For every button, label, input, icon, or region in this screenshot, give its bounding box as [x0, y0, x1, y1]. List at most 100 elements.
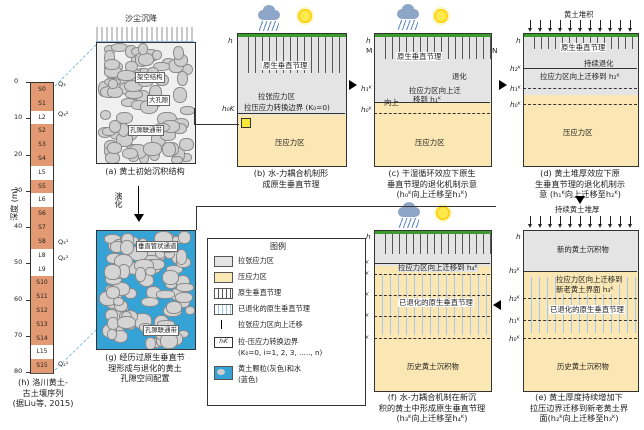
e-line-1: [523, 320, 637, 321]
f-line-0: [374, 338, 490, 339]
c-line-1: [374, 102, 490, 103]
panel-e-box: [523, 230, 639, 392]
loess-grain: [152, 50, 163, 61]
label-pore-band-g: 孔隙联通带: [143, 325, 179, 336]
caption-d: (d) 黄土堆厚效应下原生垂直节理的退化机制示意 (h₁ᴷ向上迁移至h₂ᴷ): [534, 168, 626, 199]
arrow-down: [575, 196, 585, 204]
h-label: h: [228, 36, 233, 45]
legend-swatch-joint: [214, 288, 233, 299]
d-hk0: h₀ᴷ: [510, 100, 521, 109]
depth-tick: [26, 190, 30, 192]
down-arrow-head: [578, 224, 582, 228]
depth-tick-label: 0: [14, 77, 19, 85]
loess-grain: [153, 62, 171, 72]
f-line-3: [374, 274, 490, 275]
down-arrow-icon: [560, 216, 561, 225]
e-move: 拉应力区向上迁移到: [556, 275, 623, 284]
f-line-2: [374, 295, 490, 296]
loess-grain: [107, 142, 123, 154]
legend-item: 黄土颗粒(灰色)和水: [238, 364, 302, 373]
connector: [196, 206, 197, 230]
loess-grain: [105, 286, 120, 299]
down-arrow-head: [598, 28, 602, 32]
e-title: 持续黄土堆厚: [555, 205, 600, 214]
grain-water-icon: [214, 366, 233, 380]
sun-icon: [434, 9, 448, 23]
down-arrow-icon: [560, 20, 561, 29]
sun-icon: [436, 206, 450, 220]
legend-swatch-degraded: [214, 304, 233, 315]
c-hk1: h₁ᴷ: [361, 84, 372, 93]
down-arrow-head: [588, 224, 592, 228]
loess-grain: [162, 141, 176, 157]
b-boundary: 拉压应力转换边界 (K₀=0): [244, 103, 330, 112]
loess-grain: [122, 148, 139, 160]
loess-grain: [116, 112, 134, 125]
loess-grain: [155, 290, 175, 299]
loess-grain: [135, 267, 147, 282]
rain-icon: [259, 21, 279, 31]
e-new: 新的黄土沉积物: [557, 245, 609, 254]
panel-a-title: 沙尘沉降: [125, 14, 157, 23]
down-arrow-head: [538, 28, 542, 32]
down-arrow-icon: [630, 216, 631, 225]
down-arrow-head: [618, 224, 622, 228]
down-arrow-head: [538, 224, 542, 228]
down-arrow-head: [568, 28, 572, 32]
legend-item: 已退化的原生垂直节理: [238, 304, 310, 313]
e-mid: 已退化的原生垂直节理: [549, 305, 625, 314]
down-arrow-icon: [580, 20, 581, 29]
e-line-3: [523, 271, 637, 272]
depth-tick: [26, 118, 30, 120]
c-zone3: 压应力区: [415, 138, 445, 147]
down-arrow-icon: [600, 216, 601, 225]
arrow-down: [134, 214, 144, 222]
caption-g: (g) 经历过原生垂直节理形成与退化的黄土孔隙空间配置: [105, 352, 185, 383]
legend-item: (蓝色): [238, 375, 258, 384]
f-line-1: [374, 316, 490, 317]
e-hk0: h₀ᴷ: [509, 334, 520, 343]
down-arrow-icon: [630, 20, 631, 29]
loess-grain: [108, 120, 122, 134]
down-arrow-head: [598, 224, 602, 228]
down-arrow-icon: [540, 216, 541, 225]
rain-icon: [398, 20, 418, 30]
down-arrow-icon: [600, 20, 601, 29]
caption-a: (a) 黄土初始沉积结构: [105, 166, 185, 176]
down-arrow-head: [608, 28, 612, 32]
b-zone2: 拉张应力区: [258, 92, 295, 101]
loess-grain: [103, 264, 122, 281]
down-arrow-icon: [610, 216, 611, 225]
down-arrow-icon: [620, 216, 621, 225]
n-label: N: [492, 46, 498, 55]
evolution-label: 演化: [114, 192, 123, 208]
d-hk2: h₂ᴷ: [510, 64, 521, 73]
h-label: h: [516, 232, 521, 241]
loess-grain: [161, 270, 180, 286]
down-arrow-head: [608, 224, 612, 228]
legend-item: (K₀=0, i=1, 2, 3, ....., n): [238, 348, 323, 357]
panel-g-box: [96, 230, 196, 350]
legend-item: 拉张应力区向上迁移: [238, 320, 303, 329]
d-zone3: 压应力区: [563, 128, 593, 137]
b-zone3: 压应力区: [275, 138, 305, 147]
q-label: Q₂¹: [58, 360, 69, 368]
panel-b-box: [237, 33, 347, 167]
down-arrow-head: [618, 28, 622, 32]
arrow-right: [349, 80, 357, 90]
cloud-icon: [258, 5, 280, 20]
down-arrow-head: [528, 28, 532, 32]
legend-item: 拉-压应力转换边界: [238, 337, 299, 346]
depth-tick-label: 60: [14, 294, 23, 303]
legend-item: 原生垂直节理: [238, 288, 282, 297]
depth-tick: [26, 263, 30, 265]
depth-tick-label: 10: [14, 113, 23, 122]
down-arrow-icon: [570, 20, 571, 29]
label-vertical-channel: 垂直管状通道: [136, 241, 179, 252]
caption-f: (f) 水-力耦合机制在新沉积的黄土中形成原生垂直节理(h₃ᴷ向上迁移至h₄ᴷ): [378, 392, 486, 423]
arrow-left: [493, 300, 501, 310]
h-label: h: [366, 36, 371, 45]
loess-grain: [171, 156, 183, 163]
connector: [196, 206, 496, 207]
connector: [194, 124, 239, 125]
